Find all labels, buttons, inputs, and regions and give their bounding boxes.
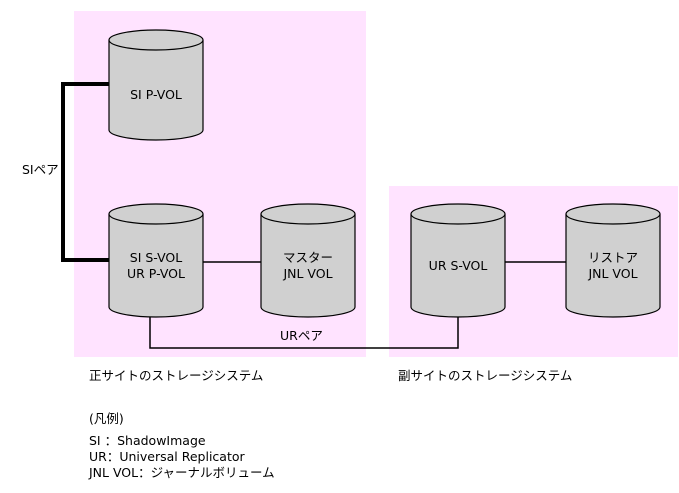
primary-site-caption: 正サイトのストレージシステム [89, 368, 263, 383]
ur-pair-label: URペア [280, 328, 323, 343]
legend-item-ur: UR：Universal Replicator [89, 449, 245, 464]
si-pair-label: SIペア [22, 162, 59, 177]
master-jnl-label-2: JNL VOL [282, 266, 332, 281]
si-svol-ur-pvol-cylinder: SI S-VOL UR P-VOL [108, 203, 204, 318]
si-pvol-cylinder: SI P-VOL [108, 29, 204, 141]
ur-pvol-label: UR P-VOL [127, 266, 185, 281]
si-svol-label: SI S-VOL [130, 250, 182, 265]
si-pair-connector [61, 82, 109, 262]
ur-pair-connector [149, 317, 459, 349]
storage-diagram: SIペア URペア SI P-VOL SI S-VOL UR P-VOL マスタ… [22, 11, 678, 383]
ur-svol-label: UR S-VOL [429, 258, 488, 273]
restore-jnl-label-1: リストア [588, 250, 638, 265]
secondary-site-caption: 副サイトのストレージシステム [398, 368, 572, 383]
legend-item-jnl: JNL VOL：ジャーナルボリューム [89, 465, 275, 480]
restore-jnl-label-2: JNL VOL [587, 266, 637, 281]
legend-title: (凡例) [89, 411, 124, 426]
legend-item-si: SI ：ShadowImage [89, 433, 206, 448]
restore-jnl-cylinder: リストア JNL VOL [565, 203, 661, 318]
master-jnl-cylinder: マスター JNL VOL [260, 203, 356, 318]
si-pvol-label: SI P-VOL [130, 87, 182, 102]
master-jnl-label-1: マスター [283, 250, 333, 265]
ur-svol-cylinder: UR S-VOL [410, 203, 506, 318]
legend: (凡例) SI ：ShadowImage UR：Universal Replic… [89, 411, 275, 481]
